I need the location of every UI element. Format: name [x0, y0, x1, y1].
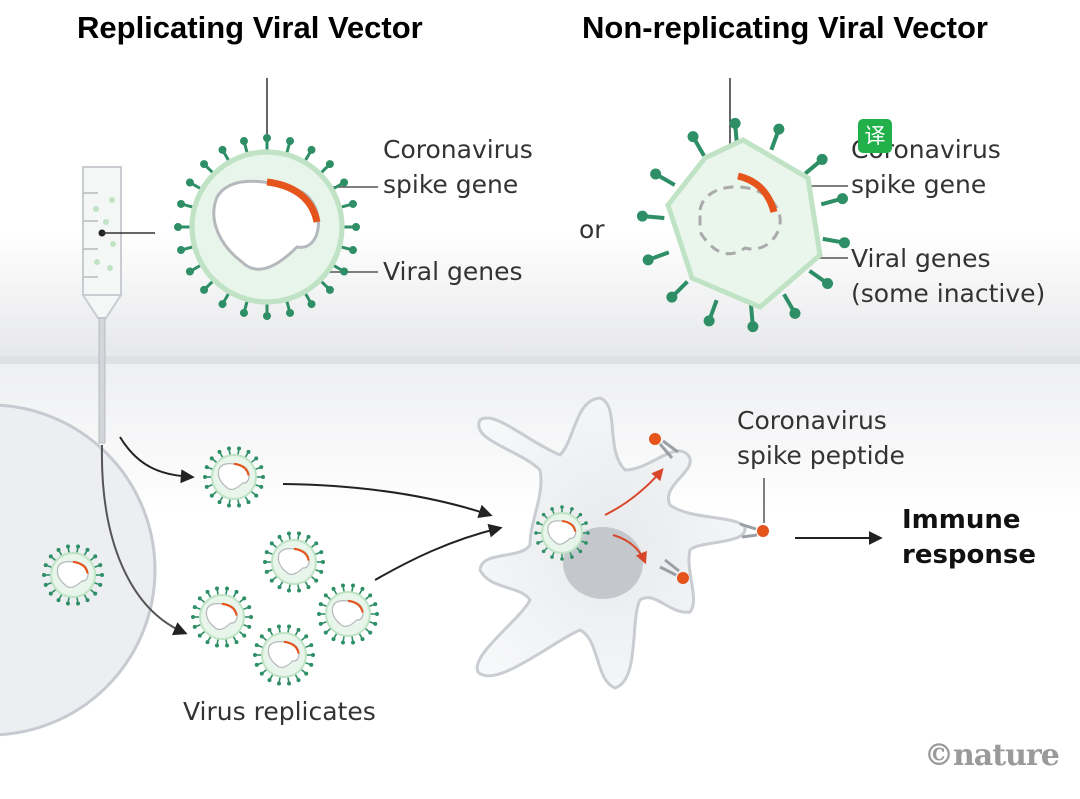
cell-nucleus: [563, 527, 643, 599]
label-viral-genes-a: Viral genes: [383, 257, 523, 286]
title-replicating: Replicating Viral Vector: [77, 10, 423, 45]
nature-logo: ©nature: [924, 738, 1060, 773]
syringe-icon: [81, 166, 155, 444]
label-viral-genes-b: Viral genes(some inactive): [851, 244, 1046, 308]
spike-peptide-icon: [649, 433, 769, 584]
translate-badge-icon[interactable]: 译: [858, 119, 892, 153]
non-replicating-virus-icon: [636, 117, 850, 333]
title-non-replicating: Non-replicating Viral Vector: [582, 10, 988, 45]
internalized-virus-icon: [534, 505, 590, 561]
replicated-viruses: [42, 446, 379, 686]
label-virus-replicates: Virus replicates: [183, 697, 376, 726]
label-or: or: [579, 215, 605, 244]
replicating-virus-icon: [174, 134, 360, 320]
